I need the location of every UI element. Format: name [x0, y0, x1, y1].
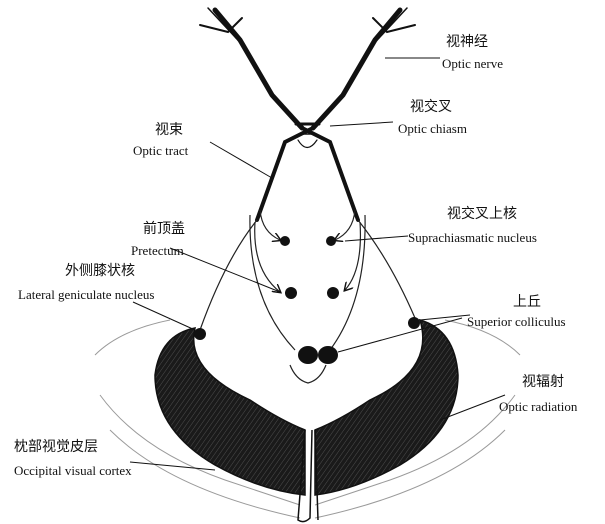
lgn-label-en: Lateral geniculate nucleus: [18, 288, 154, 301]
superior-colliculus-label-zh: 上丘: [513, 295, 541, 309]
superior-colliculus-right: [318, 346, 338, 364]
optic-radiation-left: [155, 328, 305, 495]
suprachiasmatic-nucleus-left: [280, 236, 290, 246]
occipital-cortex-label-zh: 枕部视觉皮层: [14, 440, 98, 454]
optic-radiation-right: [315, 320, 458, 495]
occipital-cortex-label-en: Occipital visual cortex: [14, 464, 132, 477]
superior-colliculus-left: [298, 346, 318, 364]
suprachiasmatic-label-zh: 视交叉上核: [447, 207, 517, 221]
optic-tract-label-zh: 视束: [155, 123, 183, 137]
optic-radiation-label-zh: 视辐射: [522, 375, 564, 389]
pretectum-label-en: Pretectum: [131, 244, 184, 257]
lgn-right: [408, 317, 420, 329]
pretectum-nucleus-left: [285, 287, 297, 299]
pretectum-nucleus-right: [327, 287, 339, 299]
optic-chiasm-label-en: Optic chiasm: [398, 122, 467, 135]
optic-tract-label-en: Optic tract: [133, 144, 188, 157]
pretectum-label-zh: 前顶盖: [143, 222, 185, 236]
optic-tracts: [257, 124, 358, 220]
lgn-left: [194, 328, 206, 340]
optic-radiation-label-en: Optic radiation: [499, 400, 577, 413]
optic-chiasm-label-zh: 视交叉: [410, 100, 452, 114]
nuclei: [194, 236, 420, 364]
optic-nerve-label-zh: 视神经: [446, 35, 488, 49]
optic-nerves: [200, 8, 415, 128]
suprachiasmatic-label-en: Suprachiasmatic nucleus: [408, 231, 537, 244]
optic-nerve-label-en: Optic nerve: [442, 57, 503, 70]
superior-colliculus-label-en: Superior colliculus: [467, 315, 566, 328]
lgn-label-zh: 外侧膝状核: [65, 264, 135, 278]
suprachiasmatic-nucleus-right: [326, 236, 336, 246]
